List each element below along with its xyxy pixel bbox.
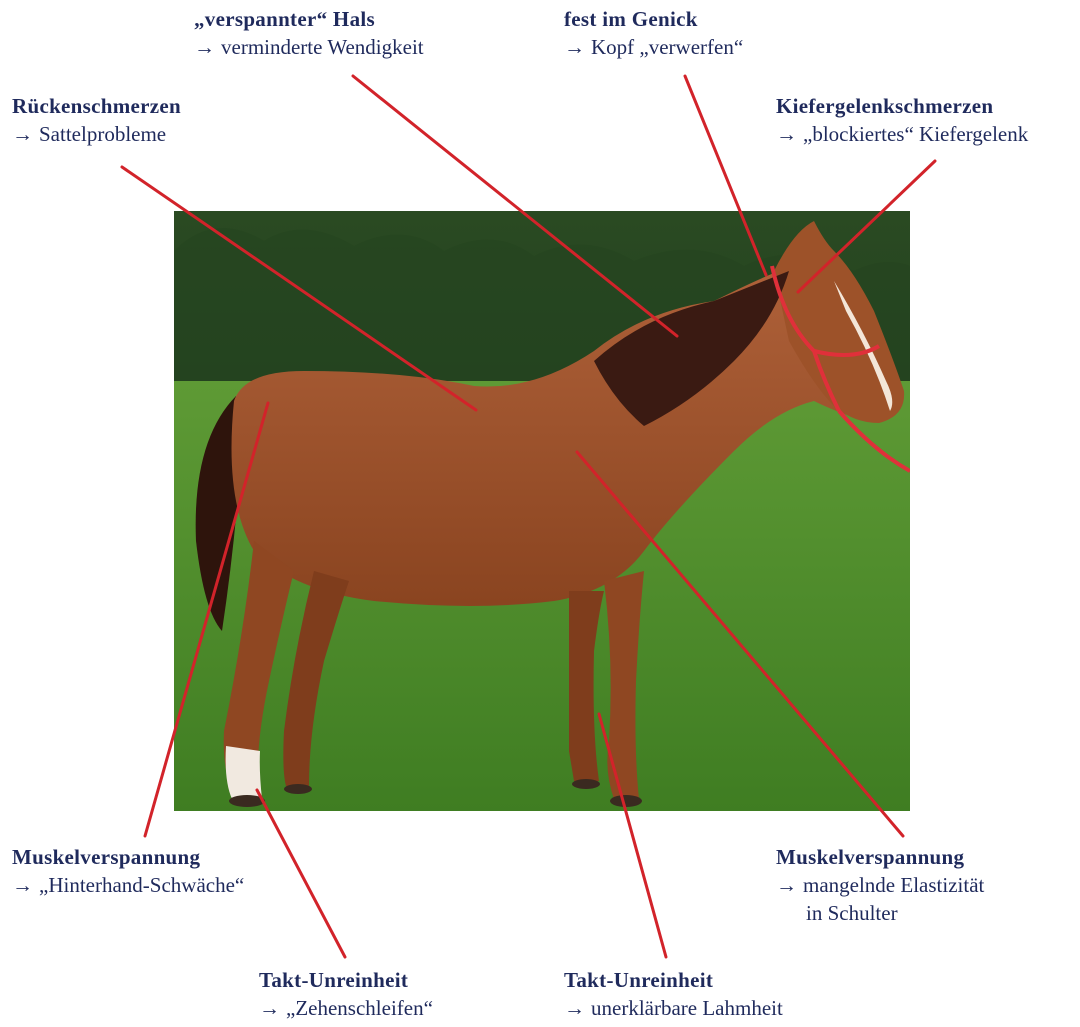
callout-text: in Schulter xyxy=(776,899,984,927)
callout-title: Muskelverspannung xyxy=(12,843,244,871)
callout-text: Kopf „verwerfen“ xyxy=(591,35,743,59)
arrow-icon: → xyxy=(564,996,585,1020)
leader-line-hind-gait xyxy=(257,790,345,957)
callout-front-gait: Takt-Unreinheit →unerklärbare Lahmheit xyxy=(564,966,783,1022)
callout-title: „verspannter“ Hals xyxy=(194,5,424,33)
horse-photo xyxy=(174,211,910,811)
callout-hind-gait: Takt-Unreinheit →„Zehenschleifen“ xyxy=(259,966,433,1022)
hoof xyxy=(284,784,312,794)
callout-text: mangelnde Elastizität xyxy=(803,873,984,897)
arrow-icon: → xyxy=(12,122,33,146)
callout-jaw: Kiefergelenkschmerzen →„blockiertes“ Kie… xyxy=(776,92,1028,148)
arrow-icon: → xyxy=(776,873,797,897)
callout-title: Rückenschmerzen xyxy=(12,92,181,120)
callout-text: Sattelprobleme xyxy=(39,122,166,146)
arrow-icon: → xyxy=(776,122,797,146)
callout-hind-muscle: Muskelverspannung →„Hinterhand-Schwäche“ xyxy=(12,843,244,899)
callout-text: „Zehenschleifen“ xyxy=(286,996,433,1020)
horse-hind-sock xyxy=(226,746,262,799)
callout-title: Takt-Unreinheit xyxy=(564,966,783,994)
arrow-icon: → xyxy=(194,35,215,59)
hoof xyxy=(229,795,265,807)
callout-text: verminderte Wendigkeit xyxy=(221,35,424,59)
callout-title: Kiefergelenkschmerzen xyxy=(776,92,1028,120)
callout-title: Takt-Unreinheit xyxy=(259,966,433,994)
callout-text: unerklärbare Lahmheit xyxy=(591,996,783,1020)
callout-back: Rückenschmerzen →Sattelprobleme xyxy=(12,92,181,148)
callout-shoulder-muscle: Muskelverspannung →mangelnde Elastizität… xyxy=(776,843,984,927)
hoof xyxy=(572,779,600,789)
callout-text: „Hinterhand-Schwäche“ xyxy=(39,873,244,897)
arrow-icon: → xyxy=(564,35,585,59)
callout-neck: „verspannter“ Hals →verminderte Wendigke… xyxy=(194,5,424,61)
callout-text: „blockiertes“ Kiefergelenk xyxy=(803,122,1028,146)
hoof xyxy=(610,795,642,807)
callout-poll: fest im Genick →Kopf „verwerfen“ xyxy=(564,5,743,61)
arrow-icon: → xyxy=(259,996,280,1020)
callout-title: fest im Genick xyxy=(564,5,743,33)
arrow-icon: → xyxy=(12,873,33,897)
callout-title: Muskelverspannung xyxy=(776,843,984,871)
